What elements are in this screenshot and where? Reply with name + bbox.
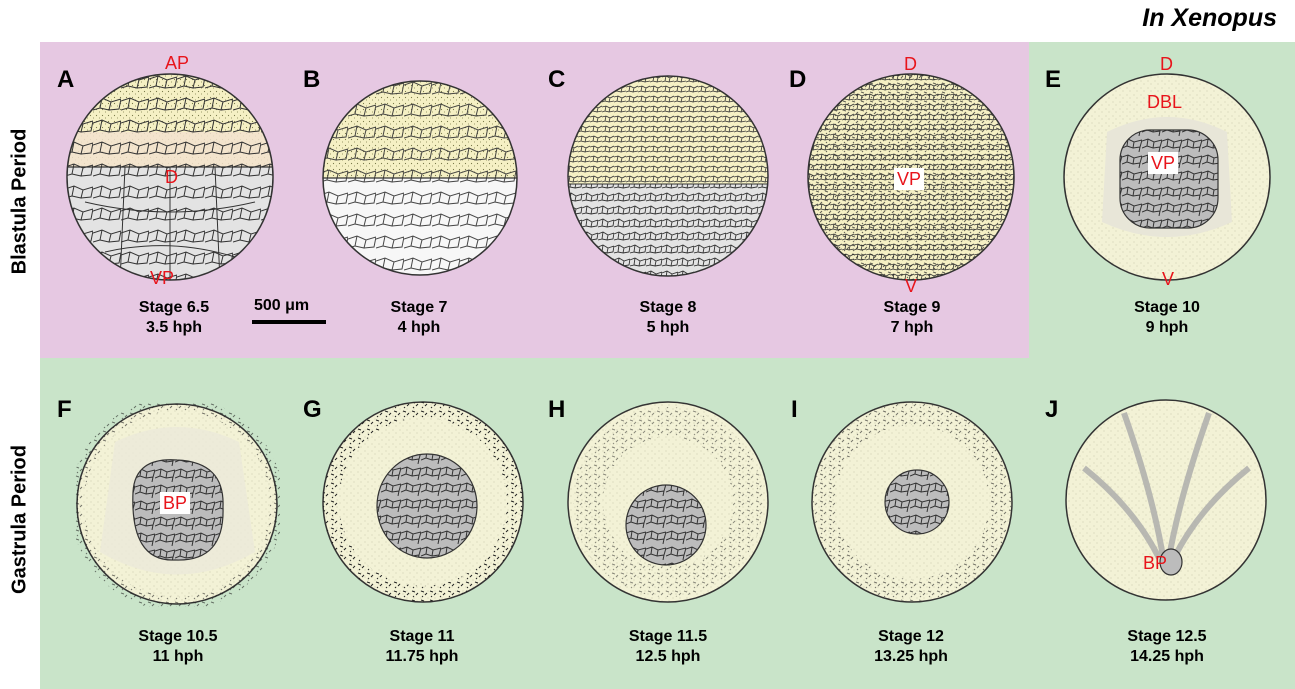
- time-label: 9 hph: [1087, 318, 1247, 338]
- stage-label: Stage 8: [588, 298, 748, 318]
- stage-label: Stage 10: [1087, 298, 1247, 318]
- scale-bar: [252, 320, 326, 324]
- label-vp-d: VP: [894, 168, 924, 190]
- time-label: 11 hph: [98, 647, 258, 667]
- figure-title: In Xenopus: [1142, 4, 1277, 33]
- panel-letter-i: I: [791, 396, 798, 424]
- embryo-stage-11-drawing: [321, 400, 526, 605]
- time-label: 11.75 hph: [342, 647, 502, 667]
- panel-letter-b: B: [303, 66, 320, 94]
- label-v-e: V: [1162, 269, 1174, 289]
- label-d-a: D: [165, 167, 178, 187]
- label-d-d: D: [904, 54, 917, 74]
- label-bp-j: BP: [1143, 553, 1167, 573]
- panel-letter-j: J: [1045, 396, 1058, 424]
- label-ap: AP: [165, 53, 189, 73]
- label-v-d: V: [905, 276, 917, 296]
- panel-letter-d: D: [789, 66, 806, 94]
- time-label: 7 hph: [832, 318, 992, 338]
- gastrula-period-label: Gastrula Period: [9, 445, 32, 595]
- time-label: 13.25 hph: [831, 647, 991, 667]
- time-label: 5 hph: [588, 318, 748, 338]
- embryo-stage-7-drawing: [320, 78, 520, 278]
- scale-bar-label: 500 μm: [254, 297, 309, 315]
- stage-label: Stage 11: [342, 627, 502, 647]
- time-label: 4 hph: [339, 318, 499, 338]
- panel-letter-h: H: [548, 396, 565, 424]
- embryo-stage-12-drawing: [810, 400, 1015, 605]
- label-vp-e: VP: [1148, 152, 1178, 174]
- stage-label: Stage 9: [832, 298, 992, 318]
- time-label: 3.5 hph: [94, 318, 254, 338]
- label-bp-f: BP: [160, 492, 190, 514]
- stage-label: Stage 7: [339, 298, 499, 318]
- label-d-e: D: [1160, 54, 1173, 74]
- panel-letter-g: G: [303, 396, 322, 424]
- label-dbl: DBL: [1147, 92, 1182, 112]
- stage-label: Stage 12: [831, 627, 991, 647]
- label-vp-a: VP: [150, 268, 174, 288]
- embryo-stage-8-drawing: [566, 74, 771, 279]
- embryo-stage-11-5-drawing: [566, 400, 771, 605]
- blastula-period-label: Blastula Period: [9, 127, 32, 277]
- panel-letter-e: E: [1045, 66, 1061, 94]
- time-label: 14.25 hph: [1087, 647, 1247, 667]
- time-label: 12.5 hph: [588, 647, 748, 667]
- stage-label: Stage 12.5: [1087, 627, 1247, 647]
- panel-letter-f: F: [57, 396, 72, 424]
- panel-letter-c: C: [548, 66, 565, 94]
- stage-label: Stage 10.5: [98, 627, 258, 647]
- stage-label: Stage 6.5: [94, 298, 254, 318]
- stage-label: Stage 11.5: [588, 627, 748, 647]
